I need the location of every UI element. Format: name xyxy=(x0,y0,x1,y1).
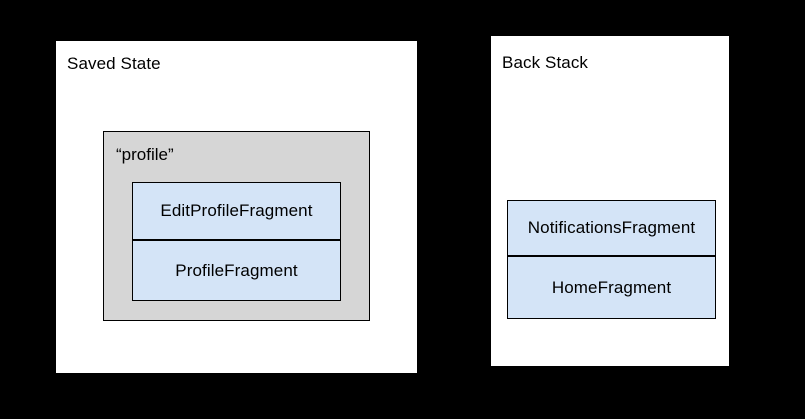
back-stack-panel-title: Back Stack xyxy=(502,53,589,72)
saved-state-panel: Saved State “profile” EditProfileFragmen… xyxy=(56,41,417,373)
fragment-label-notifications: NotificationsFragment xyxy=(527,218,696,237)
fragment-box-home[interactable]: HomeFragment xyxy=(507,256,716,319)
fragment-label-profile: ProfileFragment xyxy=(175,260,298,280)
profile-group-box: “profile” EditProfileFragment ProfileFra… xyxy=(103,131,370,321)
fragment-box-edit-profile[interactable]: EditProfileFragment xyxy=(132,182,341,240)
fragment-label-home: HomeFragment xyxy=(551,277,672,297)
profile-group-label: “profile” xyxy=(116,145,174,164)
back-stack-panel: Back Stack NotificationsFragment HomeFra… xyxy=(491,36,729,366)
fragment-box-profile[interactable]: ProfileFragment xyxy=(132,240,341,301)
fragment-label-edit-profile: EditProfileFragment xyxy=(160,201,313,220)
saved-state-panel-title: Saved State xyxy=(67,54,161,73)
fragment-box-notifications[interactable]: NotificationsFragment xyxy=(507,200,716,256)
